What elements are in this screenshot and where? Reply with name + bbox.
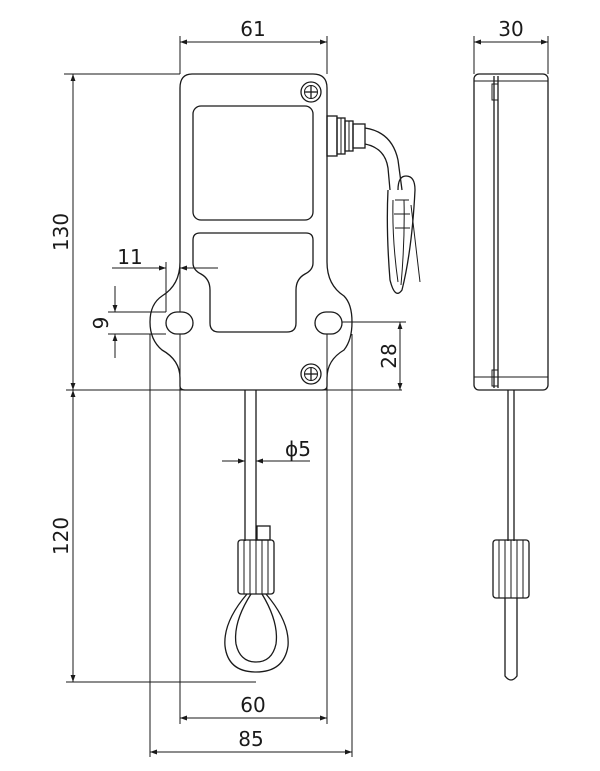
dim-front-width: 61 (240, 17, 265, 41)
dim-side-width: 30 (498, 17, 523, 41)
crimp-sleeve (237, 539, 275, 595)
dim-hole-diameter: 9 (89, 317, 113, 330)
mounting-hole-left (165, 311, 194, 335)
wire-loop (224, 593, 289, 673)
mounting-hole-right (314, 311, 343, 335)
screw-top-icon (300, 81, 322, 103)
front-view (149, 73, 421, 673)
dim-hole-height: 28 (377, 343, 401, 368)
side-crimp-sleeve (492, 539, 530, 599)
dim-hole-offset: 11 (117, 245, 142, 269)
side-view (473, 73, 549, 681)
dim-flange-width: 85 (238, 727, 263, 751)
side-housing (473, 73, 549, 391)
dim-overall-height: 130 (49, 213, 73, 251)
dim-cable-length: 120 (49, 517, 73, 555)
wire-cable (244, 390, 271, 541)
cable-gland (326, 115, 366, 157)
dim-hole-spacing: 60 (240, 693, 265, 717)
upper-window (192, 105, 314, 221)
dimensions: 61 30 130 11 9 28 ϕ5 120 (49, 17, 549, 757)
dim-cable-diameter: ϕ5 (285, 437, 311, 461)
lower-window (192, 232, 314, 333)
side-cable (364, 127, 421, 294)
screw-bottom-icon (300, 363, 322, 385)
